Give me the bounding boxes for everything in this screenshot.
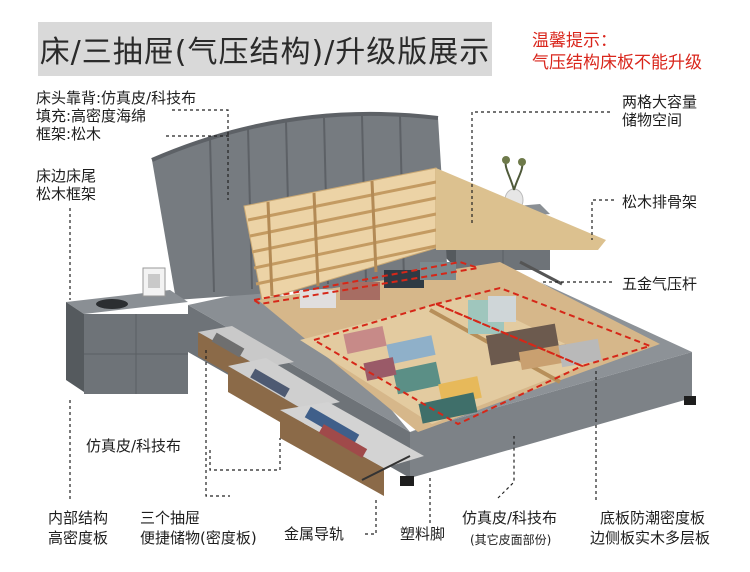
label-base-board-1: 底板防潮密度板 [600,509,706,527]
label-headboard-filling: 填充:高密度海绵 [36,107,147,125]
label-headboard-frame: 框架:松木 [36,125,102,143]
label-leather-bottom: 仿真皮/科技布 [462,509,558,527]
label-inner-structure-2: 高密度板 [48,529,109,547]
highlight-outlines [251,260,654,426]
label-gas-strut: 五金气压杆 [622,275,698,293]
title-banner: 床/三抽屉(气压结构)/升级版展示 [38,22,492,76]
label-base-board-2: 边侧板实木多层板 [590,529,711,547]
label-side-frame-2: 松木框架 [36,185,97,203]
label-metal-rail: 金属导轨 [284,525,345,543]
drawer-3 [280,402,424,496]
label-inner-structure-1: 内部结构 [48,509,109,527]
gas-strut [519,260,563,286]
tip-heading: 温馨提示： [532,31,617,51]
page-title: 床/三抽屉(气压结构)/升级版展示 [39,35,491,70]
tip-text: 气压结构床板不能升级 [532,53,702,73]
label-storage-1: 两格大容量 [622,93,698,111]
label-side-frame-1: 床边床尾 [36,167,97,185]
tip-note: 温馨提示： 气压结构床板不能升级 [532,30,702,74]
label-leather-bottom-note: (其它皮面部份) [470,533,552,547]
label-headboard-material: 床头靠背:仿真皮/科技布 [36,89,197,107]
label-slats: 松木排骨架 [622,193,698,211]
label-storage-2: 储物空间 [622,111,683,129]
leader-lines [69,109,614,535]
label-drawers-1: 三个抽屉 [140,509,201,527]
label-plastic-foot: 塑料脚 [400,525,446,543]
picture-frame [142,267,166,297]
storage-area [258,262,660,432]
drawers [198,326,424,496]
label-drawers-2: 便捷储物(密度板) [140,529,257,547]
slat-frame [243,167,606,301]
label-leather-left: 仿真皮/科技布 [86,437,182,455]
left-nightstand [66,290,188,394]
